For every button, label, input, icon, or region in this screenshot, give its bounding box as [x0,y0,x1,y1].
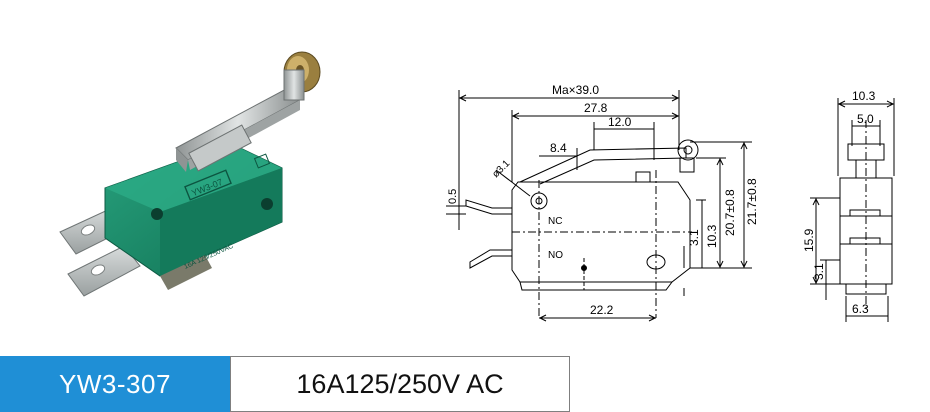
dim-lines-side [810,98,895,322]
dim-roller-width: 5.0 [857,112,874,126]
label-no: NO [548,250,563,261]
model-label-box: YW3-307 [0,356,230,412]
rating-label-box: 16A125/250V AC [230,356,570,412]
dim-lines-front [446,90,752,322]
dim-hole-dia: ø3.1 [490,158,512,180]
side-dim-labels: 10.3 5.0 6.3 15.9 3.1 [802,89,876,316]
electrical-rating: 16A125/250V AC [296,368,504,399]
switch-photo: YW3-07 16A 125/250VAC [59,51,321,297]
model-number: YW3-307 [59,368,171,399]
front-lever [519,147,687,185]
dim-lever-offset: 8.4 [550,141,567,155]
dim-hole-span: 22.2 [590,303,614,317]
dim-side-width: 10.3 [852,89,876,103]
dim-terminal-height: 3.1 [687,229,701,246]
switch-lever [175,87,301,172]
dim-lever-height: 20.7±0.8 [723,189,737,236]
label-nc: NC [548,216,562,227]
dim-pin-offset: 0.5 [447,189,459,204]
front-dim-labels: Ma×39.0 27.8 12.0 8.4 22.2 NC NO 0.5 ø3.… [447,83,759,317]
front-terminal-no [469,249,512,269]
dim-side-height: 15.9 [802,228,816,252]
dim-lever-length: 12.0 [608,115,632,129]
dim-side-terminal-height: 3.1 [812,263,826,280]
front-roller [677,139,699,161]
dim-length: 27.8 [584,101,608,115]
dim-hole-height: 10.3 [705,224,719,248]
front-terminal-nc [465,199,512,215]
spec-banner: YW3-307 16A125/250V AC [0,356,930,412]
front-view-drawing [446,90,752,322]
dim-actuator-height: 21.7±0.8 [745,178,759,225]
side-view-drawing [810,98,895,322]
terminal-tab-lower [67,245,141,297]
dim-max-length: Ma×39.0 [552,83,599,97]
lever-roller [283,51,321,101]
dim-terminal-width: 6.3 [852,302,869,316]
